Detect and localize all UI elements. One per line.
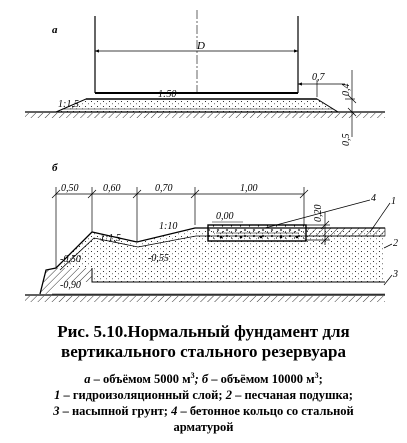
dimensions-a-right bbox=[297, 70, 360, 137]
level-minus-0-90: -0,90 bbox=[60, 280, 81, 291]
foundation-diagram: а D 1:1,5 1:50 bbox=[25, 10, 398, 302]
concrete-ring bbox=[207, 224, 386, 242]
level-minus-0-50: -0,50 bbox=[60, 254, 81, 265]
panel-a: а D 1:1,5 1:50 bbox=[25, 10, 385, 146]
level-minus-0-55: -0,55 bbox=[148, 253, 169, 264]
dim-0-20: 0,20 bbox=[313, 205, 324, 223]
slope-label-1-1-5-b: 1:1,5 bbox=[100, 233, 121, 244]
callout-leaders bbox=[264, 199, 393, 286]
slope-label-1-1-5-a: 1:1,5 bbox=[58, 99, 79, 110]
callout-1: 1 bbox=[391, 196, 396, 207]
dim-1-00: 1,00 bbox=[240, 183, 258, 194]
panel-a-label: а bbox=[52, 24, 58, 36]
caption-line-legend-3: арматурой bbox=[173, 420, 234, 435]
dim-0-7: 0,7 bbox=[312, 72, 326, 83]
caption-line-variants: а – объёмом 5000 м3; б – объёмом 10000 м… bbox=[84, 371, 323, 387]
caption-line-legend-2: 3 – насыпной грунт; 4 – бетонное кольцо … bbox=[53, 404, 354, 419]
dim-0-70: 0,70 bbox=[155, 183, 173, 194]
dim-0-4: 0,4 bbox=[341, 84, 352, 97]
foundation-a bbox=[25, 98, 385, 118]
slope-label-1-50: 1:50 bbox=[158, 89, 176, 100]
diameter-label: D bbox=[196, 40, 205, 52]
dim-0-5: 0,5 bbox=[341, 134, 352, 147]
panel-b: б 0,50 0,60 0,70 1,00 0,20 bbox=[25, 162, 398, 302]
callout-2: 2 bbox=[393, 238, 398, 249]
top-dimension-chain bbox=[51, 187, 309, 268]
ground-soil bbox=[25, 294, 385, 302]
caption-title-line-1: Рис. 5.10.Нормальный фундамент для bbox=[57, 322, 350, 341]
figure-caption-title: Рис. 5.10.Нормальный фундамент для верти… bbox=[0, 322, 407, 362]
level-0-00: 0,00 bbox=[216, 211, 234, 222]
caption-line-legend-1: 1 – гидроизоляционный слой; 2 – песчаная… bbox=[54, 388, 353, 403]
callout-4: 4 bbox=[371, 193, 376, 204]
callout-3: 3 bbox=[392, 269, 398, 280]
figure-caption-legend: а – объёмом 5000 м3; б – объёмом 10000 м… bbox=[0, 368, 407, 435]
slope-label-1-10: 1:10 bbox=[159, 221, 177, 232]
dim-0-50: 0,50 bbox=[61, 183, 79, 194]
diameter-dimension: D bbox=[94, 40, 299, 53]
caption-title-line-2: вертикального стального резервуара bbox=[61, 342, 346, 361]
panel-b-label: б bbox=[52, 162, 58, 174]
dim-0-60: 0,60 bbox=[103, 183, 121, 194]
